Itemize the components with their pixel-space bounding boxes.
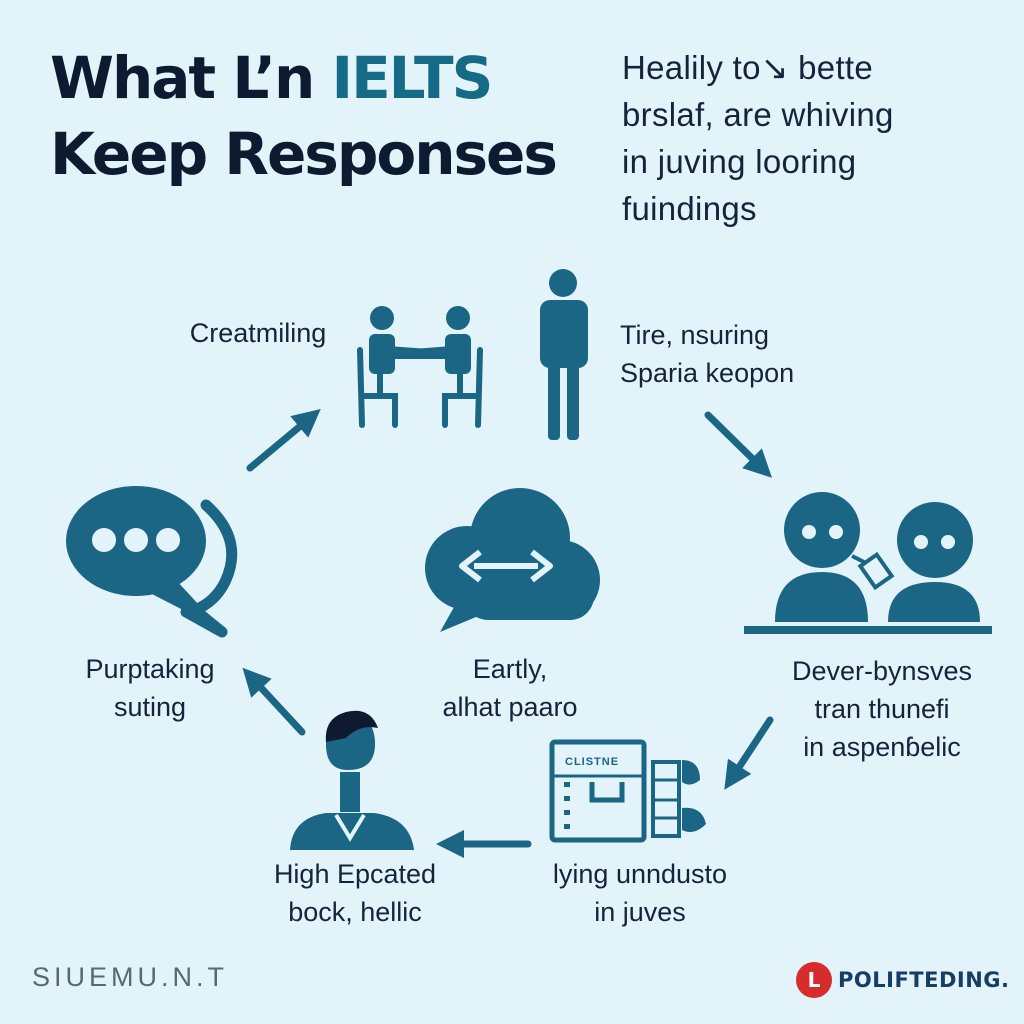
- title-block: What L’n IELTS Keep Responses: [50, 40, 558, 192]
- arrow-left-to-top: [246, 409, 321, 472]
- intro-text: Healily to↘ bette brslaf, are whiving in…: [622, 44, 894, 232]
- document-icon-text: CLISTNE: [565, 756, 619, 768]
- label-line: lying unndusto: [552, 859, 728, 889]
- brand-name: POLIFTEDING.: [838, 968, 1010, 992]
- meeting-icon: [357, 306, 483, 428]
- title-line-1: What L’n IELTS: [50, 40, 556, 116]
- document-icon: CLISTNE: [549, 739, 706, 843]
- label-line: Eartly,: [472, 654, 548, 684]
- label-line: High Epcated: [273, 859, 437, 889]
- arrow-bottom-left-to-left: [242, 667, 306, 736]
- label-line: bock, hellic: [288, 897, 422, 927]
- intro-line: brslaf, are whiving: [622, 96, 894, 133]
- label-line: Dever-bynsves: [791, 656, 973, 686]
- label-line: in aspenɓelic: [803, 732, 961, 762]
- label-line: Sparia keopon: [620, 358, 795, 388]
- arrow-right-to-bottom: [724, 716, 774, 790]
- label-line: alhat paaro: [442, 692, 578, 722]
- label-line: suting: [113, 692, 187, 722]
- node-label-right: Dever-bynsves tran thunefi in aspenɓelic: [770, 652, 994, 766]
- title-line-2: Keep Responses: [50, 120, 558, 188]
- node-label-top-left: Creatmiling: [168, 314, 348, 352]
- speech-bubble-icon: [66, 486, 238, 638]
- standing-person-icon: [540, 269, 588, 440]
- intro-line: fuindings: [622, 190, 757, 227]
- label-line: Purptaking: [85, 654, 215, 684]
- arrow-top-to-right: [704, 411, 772, 478]
- person-avatar-icon: [290, 710, 414, 850]
- node-label-bottom-right: lying unndusto in juves: [525, 855, 755, 931]
- people-collaboration-icon: [744, 492, 992, 634]
- intro-line: in juving looring: [622, 143, 857, 180]
- title-part: What L’n: [50, 44, 315, 112]
- footer-wordmark: SIUEMU.N.T: [32, 962, 229, 992]
- node-label-left: Purptaking suting: [60, 650, 240, 726]
- cloud-exchange-icon: [425, 488, 600, 632]
- label-line: tran thunefi: [814, 694, 950, 724]
- node-label-top-right: Tire, nsuring Sparia keopon: [620, 316, 840, 392]
- label-line: Tire, nsuring: [620, 320, 770, 350]
- brand-logo-icon: L: [796, 962, 832, 998]
- label-line: Creatmiling: [189, 318, 327, 348]
- title-accent: IELTS: [331, 44, 493, 112]
- node-label-center: Eartly, alhat paaro: [410, 650, 610, 726]
- intro-line: Healily to↘ bette: [622, 49, 874, 86]
- brand-logo-group[interactable]: L POLIFTEDING.: [796, 962, 1010, 998]
- label-line: in juves: [594, 897, 686, 927]
- node-label-bottom-left: High Epcated bock, hellic: [250, 855, 460, 931]
